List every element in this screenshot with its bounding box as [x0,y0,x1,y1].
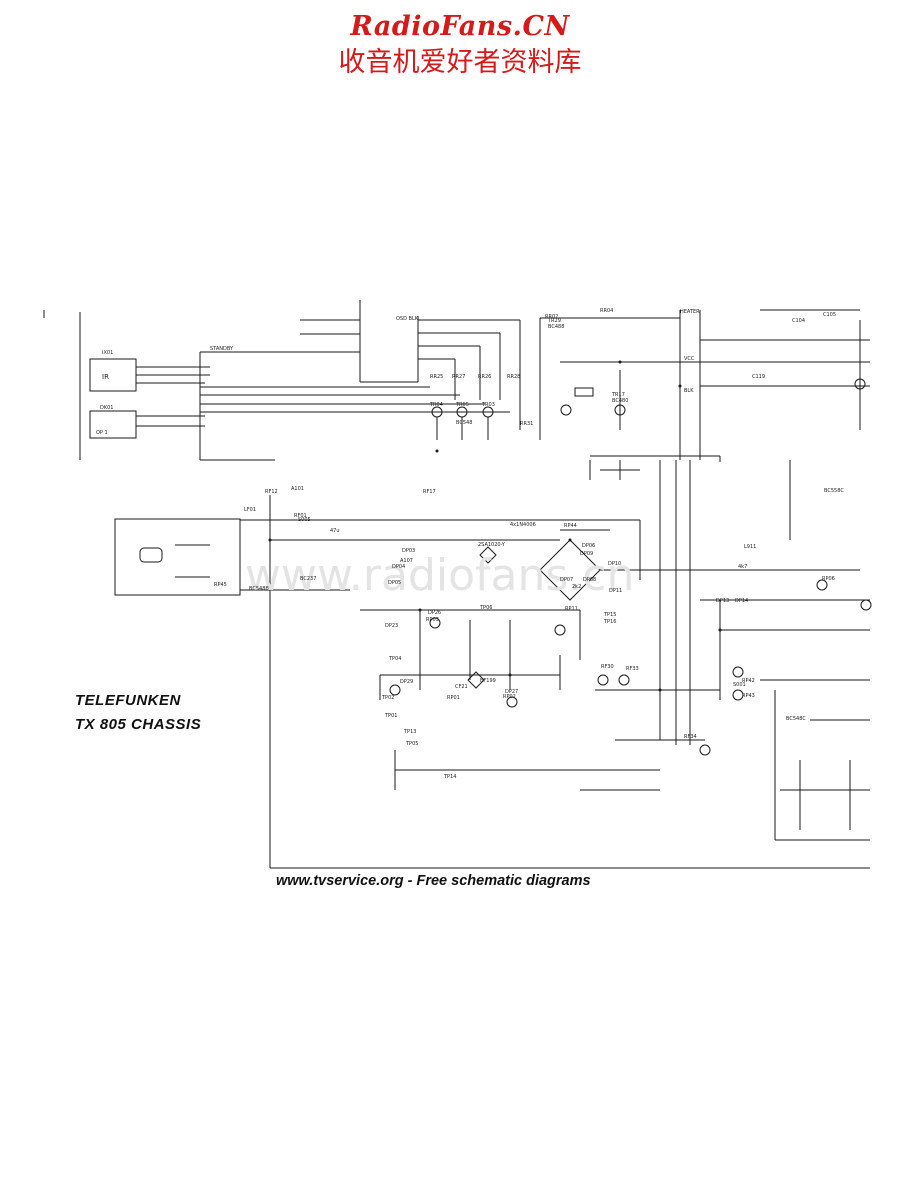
svg-text:RP02: RP02 [503,694,516,700]
svg-text:RR28: RR28 [507,374,520,380]
svg-text:RF30: RF30 [601,664,614,670]
svg-text:BLK: BLK [684,388,694,394]
svg-text:TP15: TP15 [603,612,616,618]
svg-text:RR02: RR02 [545,314,558,320]
svg-text:LF01: LF01 [244,507,256,513]
svg-text:DP03: DP03 [402,548,415,554]
svg-text:BC480: BC480 [612,398,628,404]
svg-text:RP11: RP11 [565,606,578,612]
svg-text:RR31: RR31 [520,421,533,427]
svg-text:RP44: RP44 [564,523,577,529]
svg-text:DK01: DK01 [100,405,114,411]
svg-text:TR17: TR17 [611,392,625,398]
svg-text:TR29: TR29 [547,318,561,324]
svg-text:C104: C104 [792,318,805,324]
svg-text:DP04: DP04 [392,564,405,570]
brand-line-2: TX 805 CHASSIS [75,716,202,733]
svg-text:BC548B: BC548B [249,586,269,592]
svg-text:RP03: RP03 [426,617,439,623]
svg-text:RF34: RF34 [684,734,697,740]
ir-label: IR [102,373,109,381]
svg-text:CF21: CF21 [455,684,468,690]
svg-text:BC548C: BC548C [786,716,806,722]
svg-text:A107: A107 [400,558,413,564]
svg-text:DP10: DP10 [608,561,621,567]
schematic-diagram: www.radiofans.cn IR IX01 DK01 OP 1 STAND… [43,300,872,869]
svg-text:RR27: RR27 [452,374,465,380]
svg-text:L911: L911 [744,544,756,550]
svg-text:DP11: DP11 [609,588,622,594]
svg-text:DP23: DP23 [385,623,398,629]
svg-text:BC558C: BC558C [824,488,844,494]
svg-text:RP43: RP43 [742,693,755,699]
svg-text:RP01: RP01 [447,695,460,701]
svg-text:HEATER: HEATER [680,309,700,315]
svg-text:DP05: DP05 [388,580,401,586]
svg-text:S001: S001 [733,682,746,688]
svg-text:DP07: DP07 [560,577,573,583]
svg-text:BC237: BC237 [300,576,316,582]
svg-text:A101: A101 [291,486,304,492]
footer-text: www.tvservice.org - Free schematic diagr… [276,873,591,889]
svg-text:OSD BLK: OSD BLK [396,316,419,322]
svg-text:DP14: DP14 [735,598,748,604]
svg-text:C119: C119 [752,374,765,380]
brand-line-1: TELEFUNKEN [75,692,181,709]
svg-text:BF199: BF199 [480,678,496,684]
svg-text:47u: 47u [330,528,340,534]
svg-text:4k7: 4k7 [738,564,747,570]
svg-text:RF33: RF33 [626,666,639,672]
svg-text:DP06: DP06 [582,543,595,549]
svg-text:TP05: TP05 [405,741,418,747]
svg-text:DP26: DP26 [428,610,441,616]
svg-text:RR04: RR04 [600,308,613,314]
svg-text:S005: S005 [298,517,311,523]
site-header: RadioFans.CN 收音机爱好者资料库 [0,10,920,80]
svg-text:RR25: RR25 [430,374,443,380]
svg-text:2k2: 2k2 [572,584,581,590]
svg-text:TP06: TP06 [479,605,492,611]
site-subtitle: 收音机爱好者资料库 [338,47,582,78]
svg-text:RP42: RP42 [742,678,755,684]
watermark: www.radiofans.cn [245,550,634,601]
svg-text:OP 1: OP 1 [96,430,108,436]
svg-text:TR05: TR05 [455,402,469,408]
svg-text:RF17: RF17 [423,489,436,495]
svg-text:TR04: TR04 [429,402,443,408]
svg-text:STANDBY: STANDBY [210,346,234,352]
svg-text:4x1N4006: 4x1N4006 [510,522,536,528]
svg-text:RR26: RR26 [478,374,491,380]
site-name: RadioFans.CN [350,11,570,42]
svg-text:DP27: DP27 [505,689,518,695]
svg-text:DP09: DP09 [580,551,593,557]
svg-text:DP29: DP29 [400,679,413,685]
svg-text:2SA1020-Y: 2SA1020-Y [478,542,506,548]
svg-text:TP13: TP13 [403,729,416,735]
svg-text:VCC: VCC [684,356,695,362]
svg-text:C105: C105 [823,312,836,318]
svg-text:TP14: TP14 [443,774,456,780]
svg-text:BC488: BC488 [548,324,564,330]
svg-text:TP16: TP16 [603,619,616,625]
component-labels: IX01 DK01 OP 1 STANDBY RR27 RR26 RR25 RR… [96,308,844,780]
svg-text:TP02: TP02 [381,695,394,701]
svg-text:DP13: DP13 [716,598,729,604]
svg-text:DP08: DP08 [583,577,596,583]
svg-text:RP45: RP45 [214,582,227,588]
svg-text:TP01: TP01 [384,713,397,719]
svg-text:RP06: RP06 [822,576,835,582]
svg-text:IX01: IX01 [102,350,113,356]
svg-text:TR03: TR03 [481,402,495,408]
svg-text:RF01: RF01 [294,513,307,519]
svg-text:TP04: TP04 [388,656,401,662]
svg-text:BC548: BC548 [456,420,472,426]
svg-text:RF12: RF12 [265,489,278,495]
